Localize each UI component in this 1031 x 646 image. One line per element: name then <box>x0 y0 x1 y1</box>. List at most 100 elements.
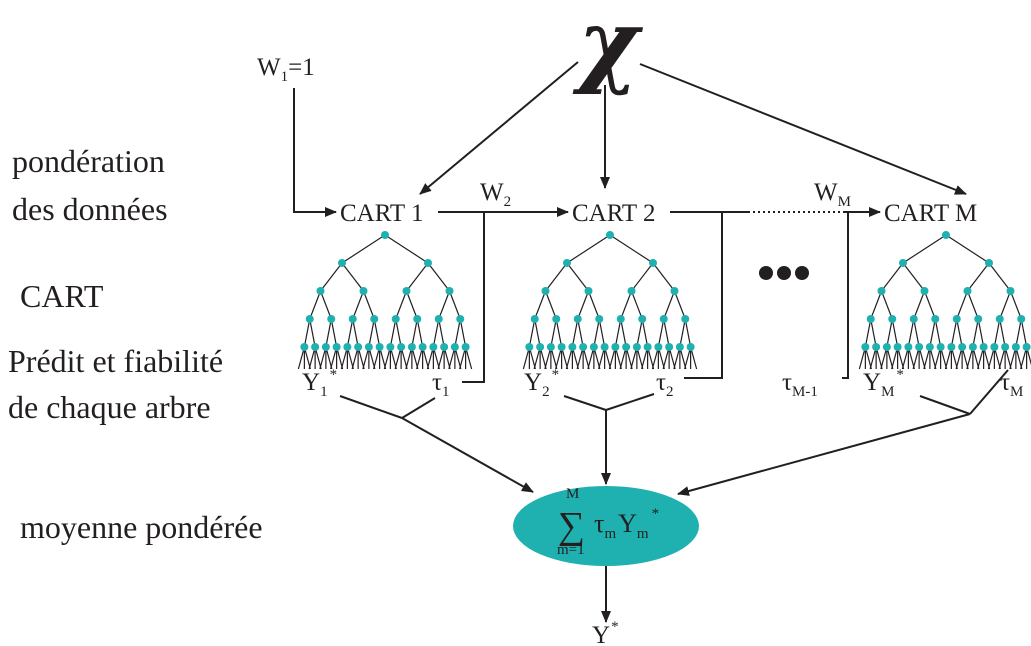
cart1-label: CART 1 <box>340 200 423 227</box>
tree-edge <box>972 318 979 348</box>
tree-edge <box>929 318 936 348</box>
tree-edge <box>934 318 942 348</box>
tree-node <box>568 343 577 351</box>
side-label-average: moyenne pondérée <box>20 509 263 545</box>
tree-edge <box>389 318 397 348</box>
tree-node <box>1006 287 1015 295</box>
tau-1: τ1 <box>432 369 450 400</box>
tree-node <box>525 343 534 351</box>
tree-node <box>370 315 379 323</box>
tree-edge <box>448 290 461 320</box>
tree-node <box>305 315 314 323</box>
tree-node <box>931 315 940 323</box>
tree-node <box>936 343 945 351</box>
tree-node <box>904 343 913 351</box>
tree-edge <box>577 318 584 348</box>
tree-edge <box>881 262 904 292</box>
combine-t2 <box>605 393 655 411</box>
tree-edge <box>544 290 557 320</box>
tree-edge <box>907 318 915 348</box>
tree-edge <box>902 234 947 264</box>
tree-node <box>321 343 330 351</box>
sum-term: τmYm* <box>594 506 659 542</box>
arrow-combom-sum <box>677 413 971 496</box>
tree-edge <box>620 318 627 348</box>
pred-ym: YM* <box>863 367 904 400</box>
tree-node <box>546 343 555 351</box>
tree-edge <box>663 318 670 348</box>
tree-edge <box>641 318 649 348</box>
tree-edge <box>663 290 676 320</box>
tree-node <box>979 343 988 351</box>
tree-edge <box>956 318 963 348</box>
tree-edge <box>886 318 893 348</box>
sum-upper: M <box>566 486 579 502</box>
tree-edge <box>395 318 402 348</box>
tree-edge <box>967 262 990 292</box>
tree-edge <box>1020 318 1028 348</box>
tree-edge <box>320 262 343 292</box>
tree-edge <box>438 318 445 348</box>
tree-edge <box>631 262 654 292</box>
tree-edge <box>534 318 541 348</box>
side-label-cart: CART <box>20 278 104 314</box>
tree-node <box>397 343 406 351</box>
tree-node <box>573 315 582 323</box>
combine-y1 <box>339 395 403 419</box>
combine-ym <box>919 395 971 415</box>
tree-node <box>600 343 609 351</box>
arrow-w1-cart1 <box>293 88 337 217</box>
tree-node <box>643 343 652 351</box>
tree-edge <box>945 234 990 264</box>
tree-node <box>584 287 593 295</box>
tree-node <box>424 259 432 267</box>
tree-node <box>552 315 561 323</box>
weight-w1: W1=1 <box>257 54 315 85</box>
tree-edge <box>993 318 1001 348</box>
tree-node <box>456 315 465 323</box>
tree-node <box>686 343 695 351</box>
tree-node <box>670 287 679 295</box>
arrow-input-cartM <box>639 63 967 195</box>
tree-node <box>359 287 368 295</box>
tree-node <box>659 315 668 323</box>
output-y: Y* <box>592 619 619 646</box>
tree-node <box>364 343 373 351</box>
tree-node <box>925 343 934 351</box>
weighted-average-node <box>513 486 699 566</box>
combine-tm <box>969 369 1009 415</box>
tree-edge <box>1009 290 1022 320</box>
tree-node <box>632 343 641 351</box>
tree-node <box>354 343 363 351</box>
tree-node <box>1011 343 1020 351</box>
tree-node <box>589 343 598 351</box>
tree-edge <box>438 290 451 320</box>
tree-node <box>429 343 438 351</box>
tree-node <box>1022 343 1031 351</box>
tree-node <box>866 315 875 323</box>
tree-node <box>300 343 309 351</box>
tree-node <box>606 231 614 239</box>
tree-edge <box>636 318 643 348</box>
tree-edge <box>684 318 692 348</box>
tree-node <box>440 343 449 351</box>
tree-node <box>654 343 663 351</box>
tree-edge <box>620 290 633 320</box>
tree-edge <box>673 290 686 320</box>
tree-node <box>579 343 588 351</box>
tree-node <box>963 287 972 295</box>
tree-node <box>627 287 636 295</box>
tree-node <box>563 259 571 267</box>
tree-edge <box>368 318 375 348</box>
tau-m: τM <box>1000 369 1023 400</box>
tau-2: τ2 <box>656 369 674 400</box>
tree-edge <box>319 290 332 320</box>
tree-edge <box>454 318 461 348</box>
tree-node <box>947 343 956 351</box>
feedback-tau2 <box>684 212 723 379</box>
tree-edge <box>598 318 606 348</box>
tree-node <box>968 343 977 351</box>
tree-edge <box>657 318 665 348</box>
weight-w2: W2 <box>480 179 511 210</box>
